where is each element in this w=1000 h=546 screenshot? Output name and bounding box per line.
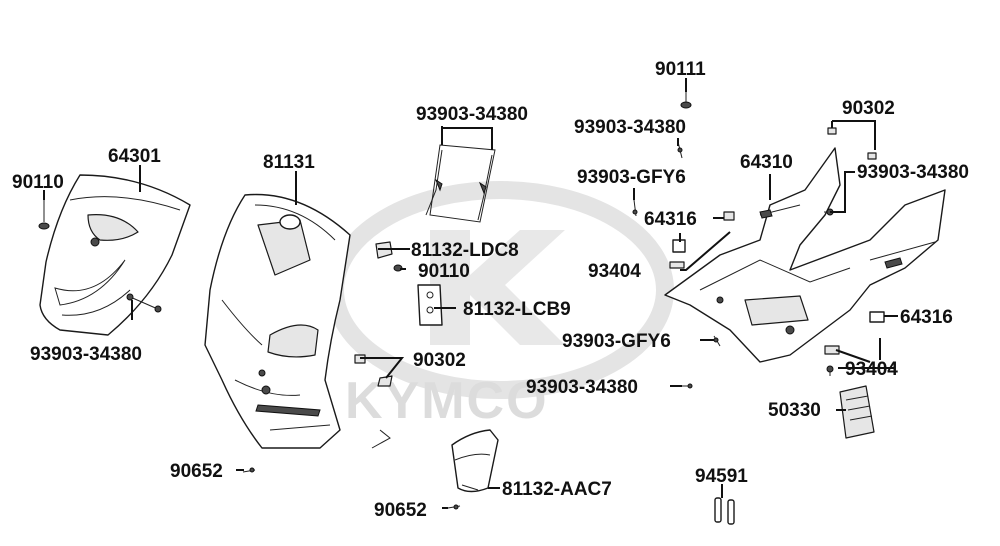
floor-panel-64310 <box>664 147 946 363</box>
screw-90652-bottom <box>447 504 461 510</box>
label-93903-34380-bottom: 93903-34380 <box>526 377 638 398</box>
label-93404-bottom: 93404 <box>845 359 898 380</box>
label-93903-34380-mid: 93903-34380 <box>574 117 686 138</box>
label-93903-34380-left: 93903-34380 <box>30 344 142 365</box>
reflector-50330 <box>839 385 875 439</box>
label-93404-mid: 93404 <box>588 261 641 282</box>
plate-81132-LCB9 <box>417 284 443 326</box>
front-cover-64301 <box>39 174 191 336</box>
label-81132-LCB9: 81132-LCB9 <box>463 299 571 320</box>
clip-frame-93903-34380 <box>425 144 496 223</box>
label-64301: 64301 <box>108 146 161 167</box>
front-panel-81131 <box>204 193 391 449</box>
label-81132-AAC7: 81132-AAC7 <box>502 479 612 500</box>
leader-lines <box>43 78 898 509</box>
label-90302-top: 90302 <box>842 98 895 119</box>
grommet-64316-top <box>669 211 735 269</box>
bolt-90111 <box>680 92 692 109</box>
screw-90110-left <box>38 200 50 230</box>
label-64316-bottom: 64316 <box>900 307 953 328</box>
label-64316-top: 64316 <box>644 209 697 230</box>
watermark-text: KYMCO <box>345 372 549 430</box>
bracket-81132-AAC7 <box>451 429 499 493</box>
label-50330: 50330 <box>768 400 821 421</box>
label-90110-left: 90110 <box>12 172 64 193</box>
label-90111: 90111 <box>655 59 706 80</box>
label-81132-LDC8: 81132-LDC8 <box>411 240 519 261</box>
screw-93903-GFY6-top <box>632 199 638 217</box>
screw-93404-bottom <box>826 365 834 376</box>
pins-94591 <box>714 497 735 525</box>
screw-93903-34380-left <box>126 293 162 313</box>
label-90652-left: 90652 <box>170 461 223 482</box>
label-90652-bottom: 90652 <box>374 500 427 521</box>
label-93903-34380-right: 93903-34380 <box>857 162 969 183</box>
label-81131: 81131 <box>263 152 315 173</box>
screw-93903-GFY6-bottom <box>713 335 721 347</box>
label-64310: 64310 <box>740 152 793 173</box>
label-94591: 94591 <box>695 466 748 487</box>
label-93903-GFY6-bottom: 93903-GFY6 <box>562 331 671 352</box>
label-90110-center: 90110 <box>418 261 470 282</box>
label-93903-34380-top: 93903-34380 <box>416 104 528 125</box>
screw-90652-left <box>242 467 256 473</box>
label-90302-center: 90302 <box>413 350 466 371</box>
label-93903-GFY6-top: 93903-GFY6 <box>577 167 686 188</box>
